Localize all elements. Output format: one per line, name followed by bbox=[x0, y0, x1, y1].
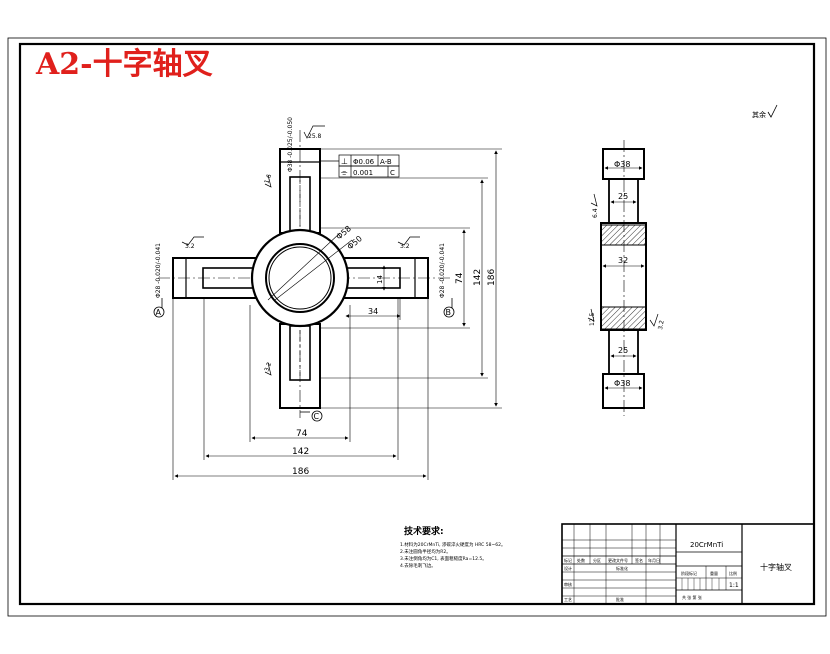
front-view bbox=[158, 130, 452, 418]
datum-b: B bbox=[446, 308, 452, 317]
tol-perp-symbol: ⊥ bbox=[341, 157, 348, 166]
roughness-upper-arm: 1.6 bbox=[263, 173, 273, 185]
title-block-weight-label: 重量 bbox=[710, 570, 718, 576]
title-block-material: 20CrMnTi bbox=[690, 541, 723, 549]
title-block-row-label: 更改文件号 bbox=[608, 557, 628, 563]
title-block-process-label: 工艺 bbox=[564, 597, 572, 602]
title-block-approve-label: 批准 bbox=[616, 596, 624, 602]
title-block bbox=[561, 523, 815, 605]
dim-phi58: Φ58 bbox=[335, 224, 353, 241]
tech-req-item: 4.去除毛刺飞边。 bbox=[400, 562, 436, 569]
datum-a: A bbox=[156, 308, 162, 317]
datum-markers bbox=[153, 298, 455, 422]
dim-left-diameter: Φ28 -0.020/-0.041 bbox=[155, 243, 162, 298]
title-block-row-label: 标记 bbox=[564, 557, 572, 563]
roughness-bottom: 3.2 bbox=[263, 361, 273, 373]
tol-perp-value: Φ0.06 bbox=[353, 158, 375, 166]
roughness-right: 3.2 bbox=[400, 243, 410, 250]
dim-142-vertical: 142 bbox=[473, 269, 483, 286]
title-block-scale-label: 比例 bbox=[729, 570, 737, 576]
dim-top-diameter: Φ38 -0.025/-0.050 bbox=[287, 117, 294, 172]
tech-req-item: 3.未注倒角均为C1, 表面粗糙度Ra=12.5。 bbox=[400, 555, 487, 562]
title-block-standard-label: 标准化 bbox=[616, 565, 628, 571]
front-horizontal-dims bbox=[172, 298, 429, 480]
roughness-symbols-front bbox=[181, 125, 420, 376]
tol-sym-value: 0.001 bbox=[353, 169, 373, 177]
title-block-design-label: 设计 bbox=[564, 565, 572, 571]
side-view bbox=[587, 140, 659, 416]
surface-note: 其余 bbox=[752, 104, 778, 119]
outer-border bbox=[7, 37, 827, 617]
tol-sym-symbol: ⌯ bbox=[341, 168, 348, 177]
title-block-stage-label: 阶段标记 bbox=[681, 570, 697, 576]
dim-34: 34 bbox=[368, 307, 378, 316]
front-vertical-dims bbox=[320, 148, 502, 409]
title-block-part-name: 十字轴叉 bbox=[760, 562, 792, 572]
title-block-scale: 1:1 bbox=[729, 582, 739, 589]
roughness-left: 3.2 bbox=[185, 243, 195, 250]
dim-74-vertical: 74 bbox=[455, 272, 465, 284]
tolerance-frames bbox=[320, 154, 400, 178]
side-roughness-2: 12.5 bbox=[589, 312, 596, 326]
side-dim-mid-32: 32 bbox=[618, 256, 628, 265]
title-block-row-label: 处数 bbox=[577, 557, 585, 563]
title-block-review-label: 审核 bbox=[564, 581, 572, 587]
side-roughness-1: 6.4 bbox=[592, 208, 599, 218]
hub-inner bbox=[265, 243, 335, 313]
title-block-row-label: 年月日 bbox=[648, 557, 660, 563]
roughness-top: 25.8 bbox=[308, 133, 322, 140]
dim-14: 14 bbox=[376, 275, 384, 284]
inner-border bbox=[18, 42, 816, 606]
title-block-sheet-label: 共 张 第 张 bbox=[682, 594, 702, 600]
side-dim-bottom-25: 25 bbox=[618, 346, 628, 355]
tech-requirements: 技术要求: 1.材料为20CrMnTi, 渗碳淬火硬度为 HRC 58~62。 … bbox=[400, 525, 505, 569]
tech-req-item: 1.材料为20CrMnTi, 渗碳淬火硬度为 HRC 58~62。 bbox=[400, 541, 505, 548]
tol-perp-datum: A-B bbox=[380, 158, 392, 166]
dim-186-horizontal: 186 bbox=[292, 467, 309, 477]
tol-sym-datum: C bbox=[390, 169, 395, 177]
datum-c: C bbox=[314, 412, 320, 421]
side-dim-bottom-diameter: Φ38 bbox=[614, 379, 630, 388]
side-dim-top-25: 25 bbox=[618, 192, 628, 201]
surface-note-text: 其余 bbox=[752, 110, 766, 119]
dim-142-horizontal: 142 bbox=[292, 447, 309, 457]
sheet-title: A2-十字轴叉 bbox=[35, 47, 213, 82]
side-roughness-3: 3.2 bbox=[657, 320, 666, 331]
title-block-row-label: 签名 bbox=[635, 557, 643, 563]
tech-req-item: 2.未注圆角半径均为R2。 bbox=[400, 548, 451, 555]
side-dim-top-diameter: Φ38 bbox=[614, 160, 630, 169]
dim-phi50: Φ50 bbox=[346, 234, 364, 251]
dim-right-diameter: Φ28 -0.020/-0.041 bbox=[439, 243, 446, 298]
dim-74-horizontal: 74 bbox=[296, 429, 308, 439]
title-block-row-label: 分区 bbox=[593, 557, 601, 563]
tech-req-heading: 技术要求: bbox=[404, 525, 444, 537]
dim-186-vertical: 186 bbox=[487, 269, 497, 286]
